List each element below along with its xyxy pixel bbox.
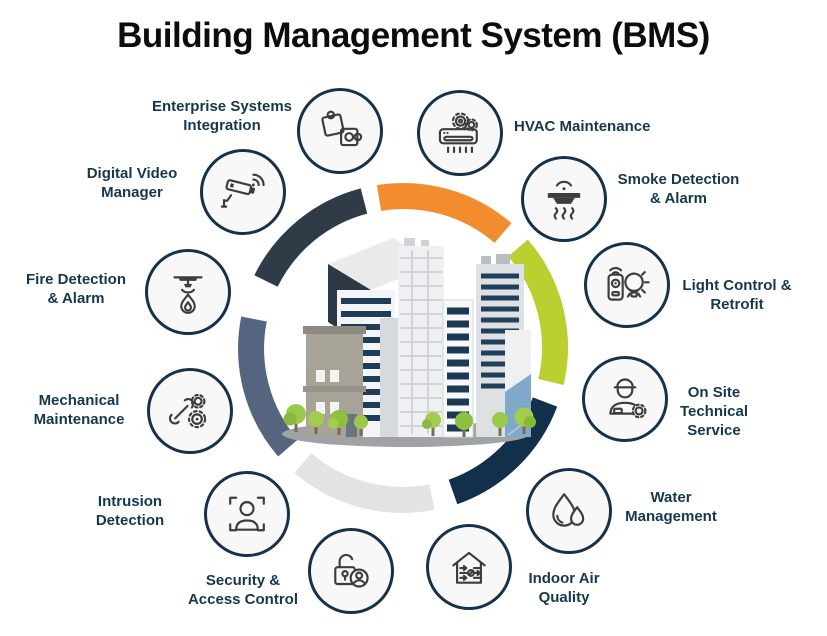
puzzle-icon <box>321 110 363 147</box>
smart-bulb-remote-icon <box>607 267 650 301</box>
label-security-access-control: Security & Access Control <box>187 572 299 608</box>
node-intrusion-detection <box>204 471 290 557</box>
smoke-detector-icon <box>547 180 581 220</box>
tree-row <box>283 404 536 437</box>
node-security-access-control <box>308 528 394 614</box>
ring-segment-bottom-right <box>448 397 558 505</box>
technician-icon <box>609 378 647 419</box>
label-water-management: Water Management <box>625 489 717 525</box>
segmented-ring <box>238 183 568 513</box>
label-smoke-detection-alarm: Smoke Detection & Alarm <box>617 171 740 207</box>
padlock-user-icon <box>334 553 369 588</box>
node-hvac-maintenance <box>417 90 503 176</box>
node-on-site-technical-service <box>582 356 668 442</box>
page-title: Building Management System (BMS) <box>117 16 710 55</box>
label-mechanical-maintenance: Mechanical Maintenance <box>33 392 125 428</box>
node-enterprise-systems-integration <box>297 88 383 174</box>
label-on-site-technical-service: On Site Technical Service <box>679 384 749 439</box>
cctv-camera-icon <box>220 173 265 208</box>
node-smoke-detection-alarm <box>521 156 607 242</box>
sprinkler-flame-icon <box>173 276 203 314</box>
node-fire-detection-alarm <box>145 249 231 335</box>
label-fire-detection-alarm: Fire Detection & Alarm <box>25 271 127 307</box>
water-drops-icon <box>552 493 585 527</box>
wrench-gears-icon <box>168 393 207 429</box>
ring-segment-bottom-left <box>294 452 435 513</box>
node-mechanical-maintenance <box>147 368 233 454</box>
label-light-control-retrofit: Light Control & Retrofit <box>682 277 792 313</box>
label-indoor-air-quality: Indoor Air Quality <box>528 570 600 606</box>
ac-unit-gears-icon <box>438 112 478 154</box>
face-scan-icon <box>229 496 265 532</box>
label-intrusion-detection: Intrusion Detection <box>95 493 165 529</box>
node-indoor-air-quality <box>426 524 512 610</box>
node-water-management <box>526 468 612 554</box>
ring-segment-left <box>238 316 299 457</box>
ring-segment-top-left <box>254 188 368 288</box>
ring-segment-right <box>507 239 568 385</box>
label-hvac-maintenance: HVAC Maintenance <box>514 118 651 135</box>
node-light-control-retrofit <box>584 242 670 328</box>
node-digital-video-manager <box>200 149 286 235</box>
building-illustration <box>282 238 536 447</box>
house-airflow-icon <box>452 551 486 584</box>
label-enterprise-systems-integration: Enterprise Systems Integration <box>151 98 293 134</box>
ring-segment-top <box>376 183 512 244</box>
label-digital-video-manager: Digital Video Manager <box>86 165 178 201</box>
